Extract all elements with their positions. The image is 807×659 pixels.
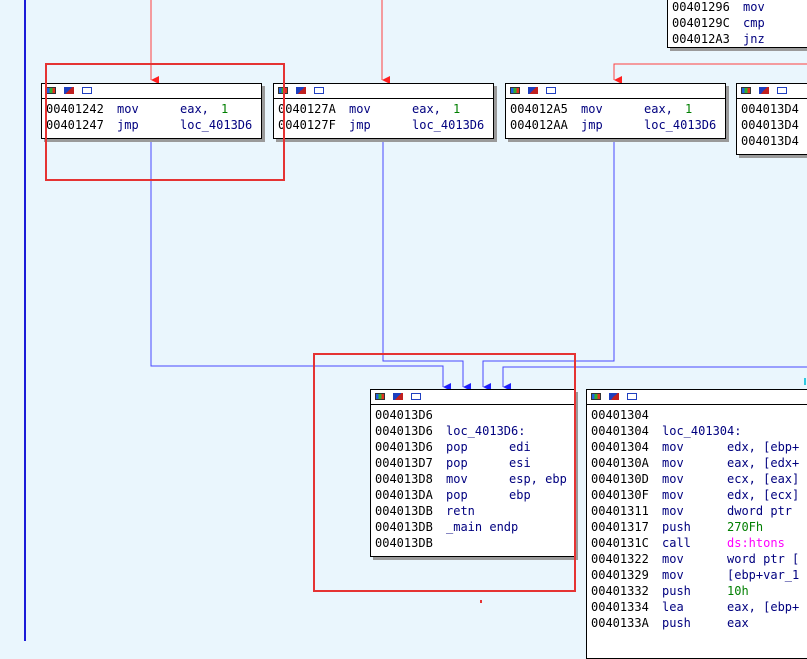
block-color-icon[interactable] xyxy=(759,87,769,94)
block-header xyxy=(737,84,807,99)
instruction-row: 00401304 xyxy=(591,408,649,422)
text-view-icon[interactable] xyxy=(777,87,787,94)
edge-into-b3 xyxy=(613,63,807,84)
left-flow-edge xyxy=(24,0,26,641)
highlight-box-block1 xyxy=(45,63,285,181)
edge-b4-target xyxy=(502,366,807,391)
control-flow-edges xyxy=(150,0,807,391)
block-header xyxy=(506,84,725,99)
edge-b3-target xyxy=(482,140,615,391)
highlight-box-target xyxy=(313,353,576,592)
graph-color-icon[interactable] xyxy=(510,87,520,94)
text-view-icon[interactable] xyxy=(627,393,637,400)
edge-b1-target xyxy=(150,140,451,391)
block-header xyxy=(274,84,493,99)
block-color-icon[interactable] xyxy=(609,393,619,400)
instruction-row: 004013D4 xyxy=(741,118,799,132)
annotation-dot xyxy=(480,600,482,603)
graph-color-icon[interactable] xyxy=(375,393,385,400)
graph-color-icon[interactable] xyxy=(741,87,751,94)
text-view-icon[interactable] xyxy=(546,87,556,94)
block-header xyxy=(587,390,807,405)
instruction-row: 004013DB xyxy=(375,536,433,550)
text-view-icon[interactable] xyxy=(411,393,421,400)
block-header xyxy=(42,84,261,99)
block-color-icon[interactable] xyxy=(296,87,306,94)
instruction-row: 004013D6 xyxy=(375,408,433,422)
instruction-row: 004013D4 xyxy=(741,102,799,116)
text-view-icon[interactable] xyxy=(82,87,92,94)
text-view-icon[interactable] xyxy=(314,87,324,94)
edge-b2-target xyxy=(382,140,471,391)
graph-color-icon[interactable] xyxy=(591,393,601,400)
instruction-row: 004013D4 xyxy=(741,134,799,148)
block-color-icon[interactable] xyxy=(528,87,538,94)
code-block-4013D4[interactable]: 004013D4 004013D4 004013D4 xyxy=(736,83,807,155)
block-header xyxy=(371,390,574,405)
block-color-icon[interactable] xyxy=(64,87,74,94)
instruction-row: 004013DB_main endp xyxy=(375,520,519,534)
block-color-icon[interactable] xyxy=(393,393,403,400)
